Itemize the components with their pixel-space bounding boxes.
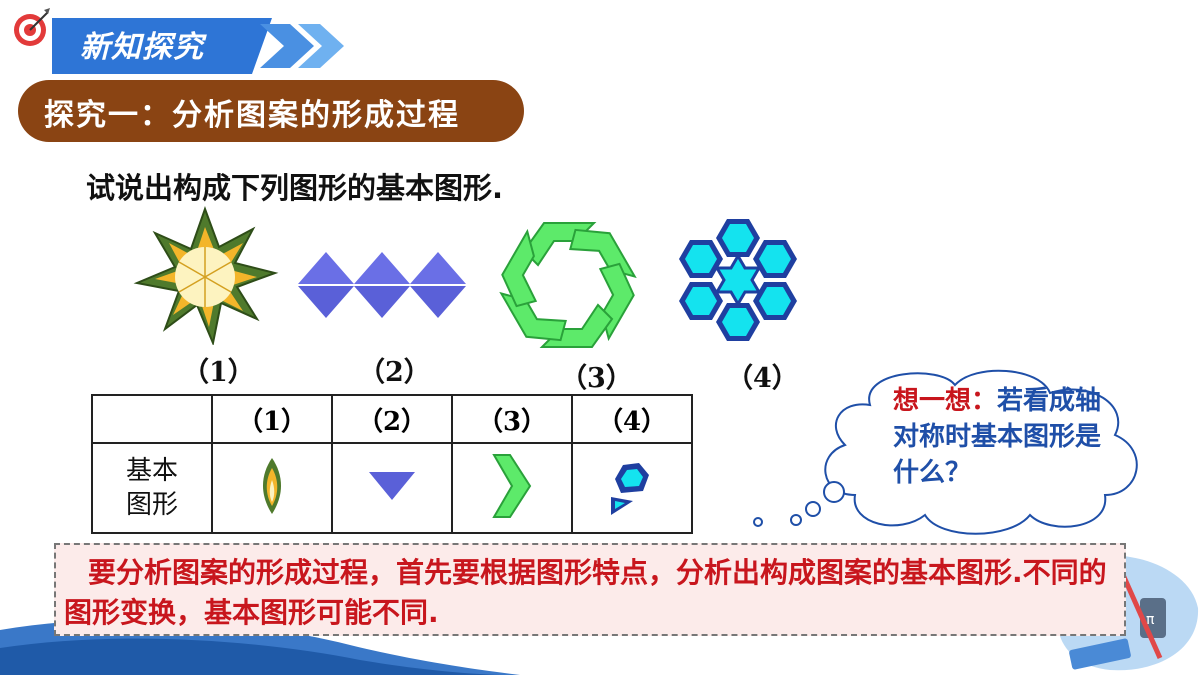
target-icon bbox=[14, 8, 50, 46]
thought-bubble-lead: 想一想： bbox=[893, 386, 998, 416]
figure-label-4: （4） bbox=[726, 363, 799, 394]
section-title: 探究一：分析图案的形成过程 bbox=[44, 98, 460, 133]
three-diamonds-icon bbox=[298, 252, 466, 318]
header-banner bbox=[52, 18, 344, 74]
table-cell-4 bbox=[571, 442, 693, 534]
instruction-text: 试说出构成下列图形的基本图形. bbox=[86, 171, 504, 205]
thought-bubble-text: 想一想：若看成轴对称时基本图形是什么？ bbox=[893, 383, 1103, 491]
table-cell-2 bbox=[331, 442, 453, 534]
svg-text:π: π bbox=[1146, 612, 1155, 628]
table-cell-1 bbox=[211, 442, 333, 534]
table-header-3: （3） bbox=[451, 394, 573, 444]
figure-label-3: （3） bbox=[560, 363, 633, 394]
basic-shapes-table: （1） （2） （3） （4） 基本 图形 bbox=[91, 394, 693, 534]
thought-bubble-question: 若看成轴对称时基本图形是什么？ bbox=[893, 386, 1102, 488]
table-row-label-cell: 基本 图形 bbox=[91, 442, 213, 534]
figure-label-1: （1） bbox=[182, 357, 255, 388]
green-hexagon-ring-icon bbox=[498, 220, 638, 350]
hexagon-flower-icon bbox=[679, 219, 797, 341]
header-banner-text: 新知探究 bbox=[80, 30, 204, 65]
table-header-4: （4） bbox=[571, 394, 693, 444]
table-header-1: （1） bbox=[211, 394, 333, 444]
note-box bbox=[54, 543, 1126, 636]
down-triangle-icon bbox=[369, 472, 415, 500]
table-header-2: （2） bbox=[331, 394, 453, 444]
table-cell-3 bbox=[451, 442, 573, 534]
table-header-empty bbox=[91, 394, 213, 444]
table-row-label: 基本 图形 bbox=[125, 456, 178, 520]
note-text: 要分析图案的形成过程，首先要根据图形特点，分析出构成图案的基本图形.不同的图形变… bbox=[64, 556, 1107, 629]
petal-icon bbox=[262, 458, 282, 514]
figure-label-2: （2） bbox=[358, 357, 431, 388]
thought-bubble bbox=[753, 369, 1138, 535]
hexagon-arrow-icon bbox=[611, 463, 649, 515]
chevron-icon bbox=[492, 454, 532, 518]
section-bar bbox=[18, 80, 524, 142]
flower-star-icon bbox=[133, 206, 279, 345]
